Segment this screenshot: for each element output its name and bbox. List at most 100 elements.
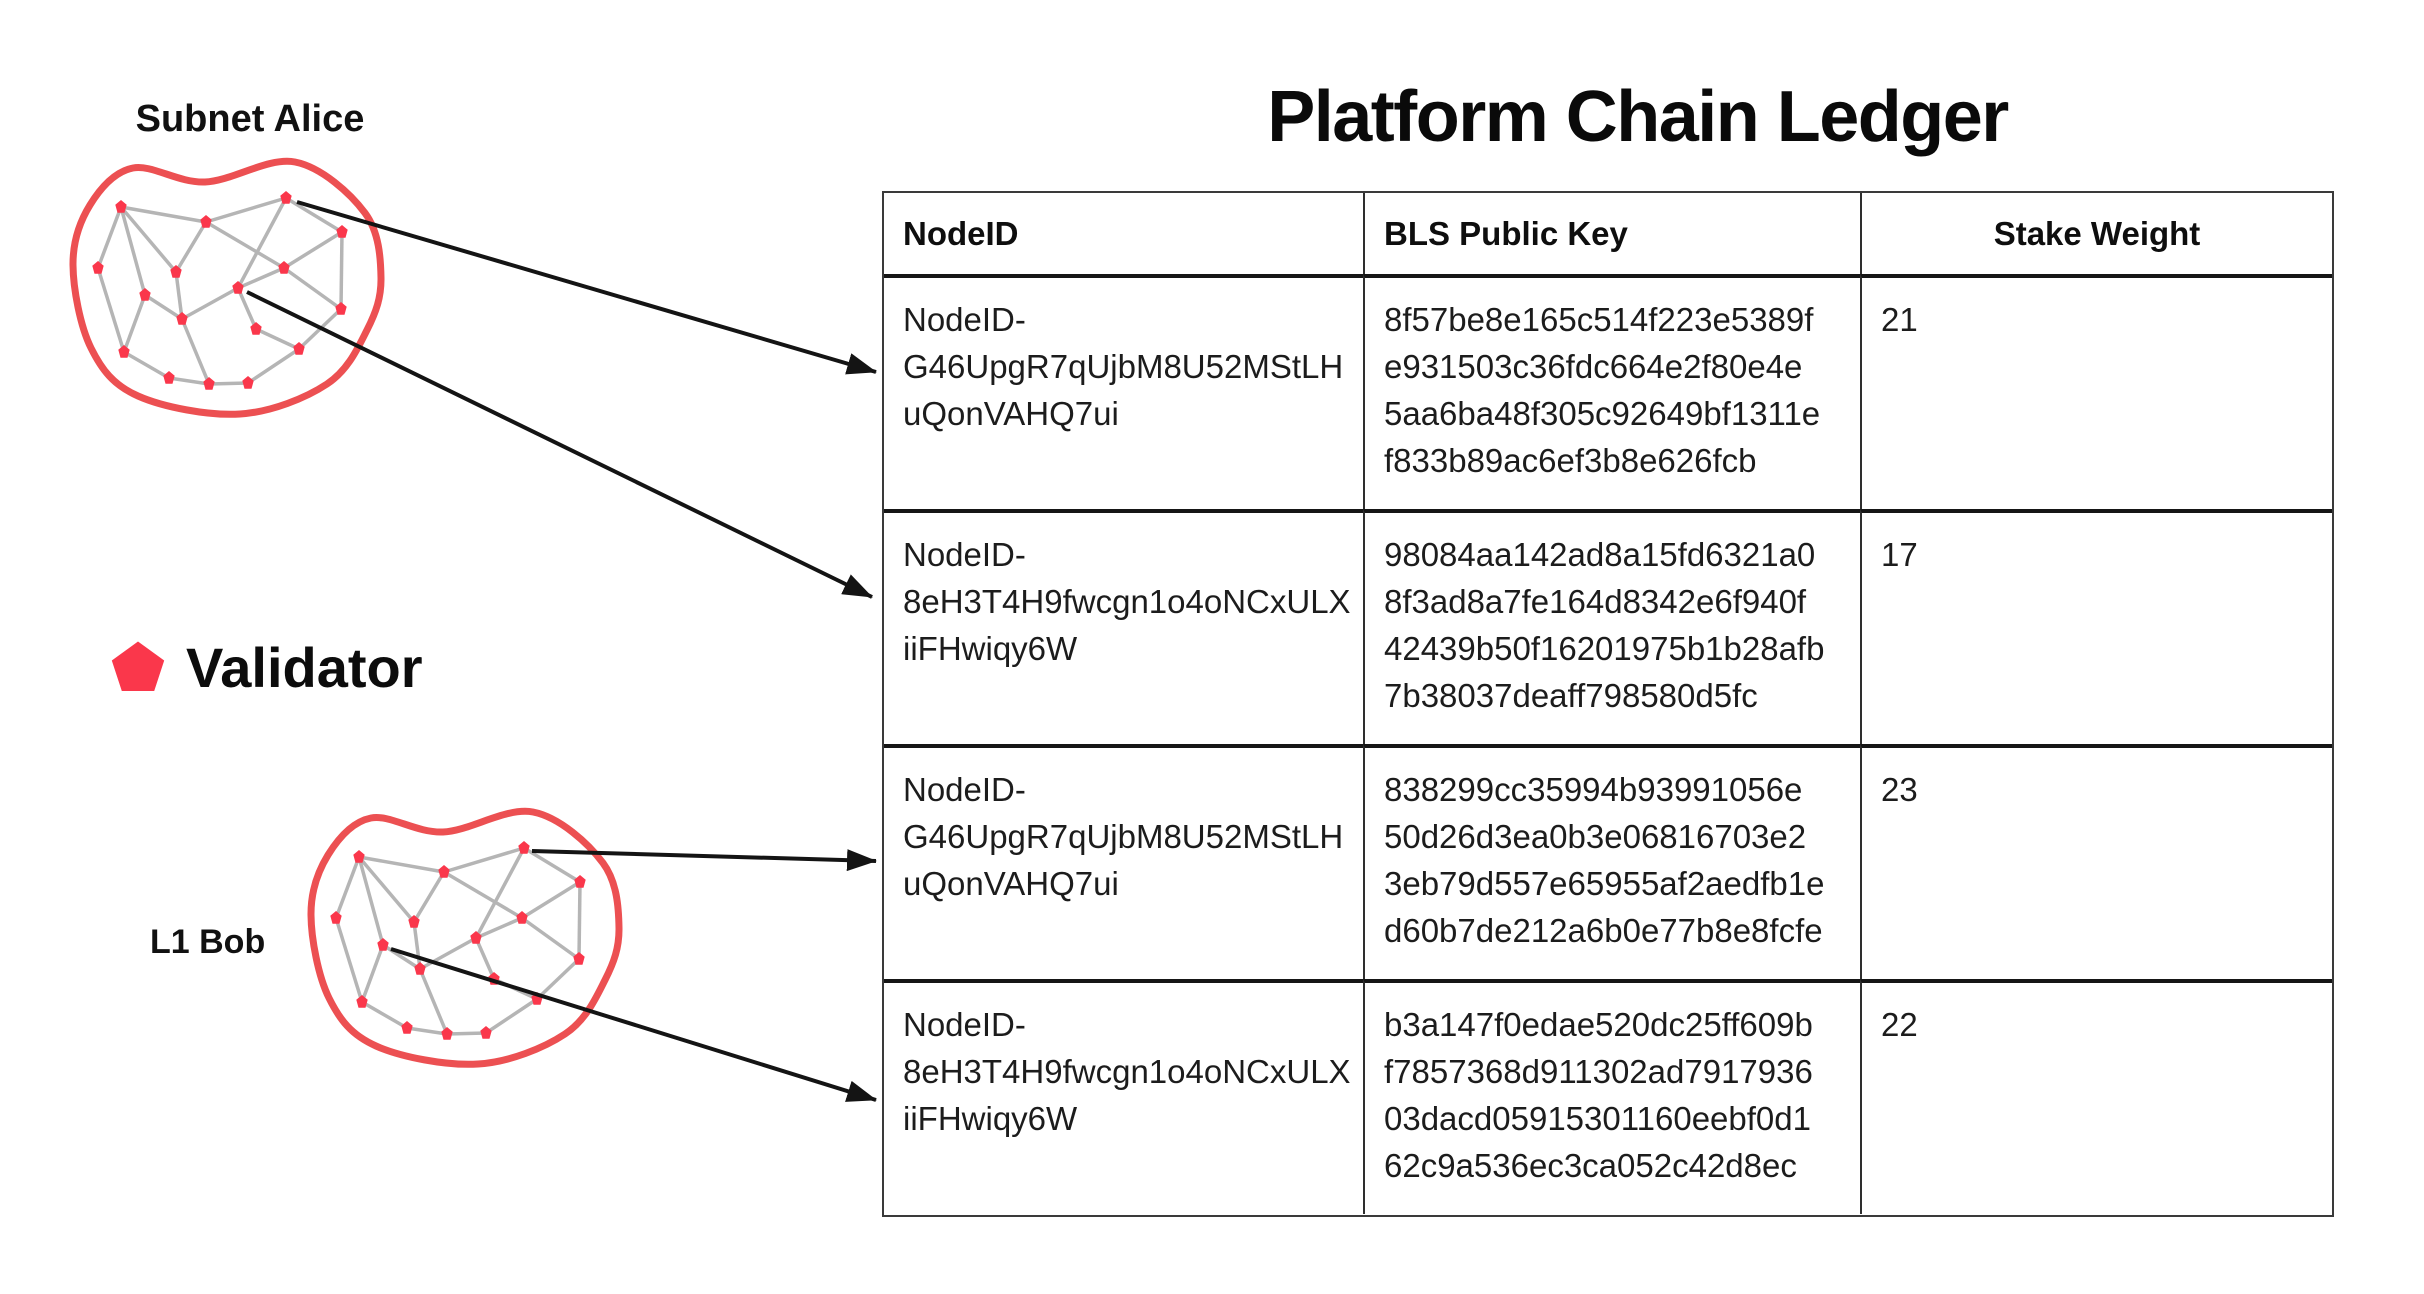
nodeid-cell: NodeID- 8eH3T4H9fwcgn1o4oNCxULX iiFHwiqy… [884, 509, 1363, 744]
validator-node [170, 265, 182, 278]
network-edge [181, 286, 239, 321]
network-edge [123, 350, 170, 380]
bls-key-line: 5aa6ba48f305c92649bf1311e [1384, 395, 1821, 432]
nodeid-line: NodeID- [903, 1006, 1026, 1043]
network-edge [237, 266, 285, 290]
validator-node [92, 261, 104, 274]
network-edge [474, 847, 526, 939]
platform-chain-ledger-table: NodeID BLS Public Key Stake Weight NodeI… [882, 191, 2334, 1217]
nodeid-line: 8eH3T4H9fwcgn1o4oNCxULX [903, 583, 1351, 620]
bls-key-line: f7857368d911302ad7917936 [1384, 1053, 1813, 1090]
nodeid-line: iiFHwiqy6W [903, 1100, 1078, 1137]
nodeid-line: uQonVAHQ7ui [903, 865, 1119, 902]
validator-node [115, 200, 127, 213]
validator-node [480, 1026, 492, 1039]
network-edge [208, 381, 249, 386]
validator-legend: Validator [110, 638, 423, 698]
validator-node [356, 995, 368, 1008]
network-edge [236, 287, 258, 330]
bls-key-line: f833b89ac6ef3b8e626fcb [1384, 442, 1757, 479]
bls-key-cell: b3a147f0edae520dc25ff609b f7857368d91130… [1363, 979, 1860, 1214]
nodeid-line: G46UpgR7qUjbM8U52MStLH [903, 818, 1344, 855]
validator-node [250, 322, 262, 335]
validator-node [293, 342, 305, 355]
subnet-alice-boundary [69, 157, 385, 418]
stake-weight-cell: 23 [1860, 744, 2332, 979]
nodeid-line: NodeID- [903, 771, 1026, 808]
validator-node [353, 850, 365, 863]
column-header-stake-weight: Stake Weight [1860, 193, 2332, 274]
l1-bob-boundary [307, 807, 623, 1068]
network-edge [144, 293, 183, 321]
bls-key-line: e931503c36fdc664e2f80e4e [1384, 348, 1803, 385]
validator-node [200, 215, 212, 228]
validator-node [377, 938, 389, 951]
ledger-mapping-arrows [246, 200, 877, 1102]
network-edge [412, 871, 446, 923]
subnet-alice-network [69, 157, 385, 418]
bls-key-line: 838299cc35994b93991056e [1384, 771, 1803, 808]
network-edge [282, 266, 343, 311]
bls-key-line: 8f57be8e165c514f223e5389f [1384, 301, 1814, 338]
subnet-alice-label: Subnet Alice [135, 98, 365, 140]
nodeid-line: NodeID- [903, 301, 1026, 338]
network-edge [285, 196, 343, 234]
validator-node [336, 225, 348, 238]
network-edge [360, 944, 385, 1003]
nodeid-cell: NodeID- G46UpgR7qUjbM8U52MStLH uQonVAHQ7… [884, 274, 1363, 509]
network-edge [205, 196, 287, 224]
network-edge [357, 856, 385, 946]
network-edge [334, 856, 361, 919]
bls-key-line: 8f3ad8a7fe164d8342e6f940f [1384, 583, 1807, 620]
network-edge [419, 936, 477, 971]
validator-node [408, 915, 420, 928]
validator-node [176, 312, 188, 325]
network-edge [520, 916, 581, 961]
network-edge [382, 943, 421, 971]
validator-node [441, 1027, 453, 1040]
network-edge [577, 881, 582, 960]
network-edge [120, 205, 207, 224]
network-edge [247, 347, 300, 385]
page-title: Platform Chain Ledger [1267, 77, 2009, 157]
network-edge [357, 855, 416, 924]
bls-key-cell: 98084aa142ad8a15fd6321a0 8f3ad8a7fe164d8… [1363, 509, 1860, 744]
network-edge [358, 855, 445, 874]
bls-key-line: b3a147f0edae520dc25ff609b [1384, 1006, 1813, 1043]
network-edge [412, 921, 422, 970]
validator-node [516, 911, 528, 924]
ledger-mapping-arrow [390, 947, 877, 1102]
bls-key-line: 7b38037deaff798580d5fc [1384, 677, 1758, 714]
bls-key-line: 98084aa142ad8a15fd6321a0 [1384, 536, 1816, 573]
validator-node [438, 865, 450, 878]
validator-node [232, 281, 244, 294]
validator-node [118, 345, 130, 358]
validator-node [573, 952, 585, 965]
bls-key-line: 3eb79d557e65955af2aedfb1e [1384, 865, 1825, 902]
network-edge [168, 376, 210, 386]
network-edge [339, 231, 344, 310]
nodeid-line: uQonVAHQ7ui [903, 395, 1119, 432]
validator-pentagon-icon [111, 641, 165, 691]
network-edge [418, 968, 449, 1035]
validator-node [242, 376, 254, 389]
stake-weight-cell: 21 [1860, 274, 2332, 509]
network-edge [474, 937, 496, 980]
network-edge [174, 271, 184, 320]
nodeid-line: 8eH3T4H9fwcgn1o4oNCxULX [903, 1053, 1351, 1090]
column-header-bls-public-key: BLS Public Key [1363, 193, 1860, 274]
network-edge [361, 1000, 408, 1030]
stake-weight-cell: 22 [1860, 979, 2332, 1214]
network-edge [122, 294, 147, 353]
validator-node [203, 377, 215, 390]
ledger-mapping-arrow [296, 200, 877, 375]
network-edge [205, 220, 285, 270]
l1-bob-network [307, 807, 623, 1068]
bls-key-cell: 838299cc35994b93991056e 50d26d3ea0b3e068… [1363, 744, 1860, 979]
bls-key-line: 62c9a536ec3ca052c42d8ec [1384, 1147, 1797, 1184]
bls-key-line: 42439b50f16201975b1b28afb [1384, 630, 1825, 667]
network-edge [406, 1026, 448, 1036]
network-edge [443, 870, 523, 920]
